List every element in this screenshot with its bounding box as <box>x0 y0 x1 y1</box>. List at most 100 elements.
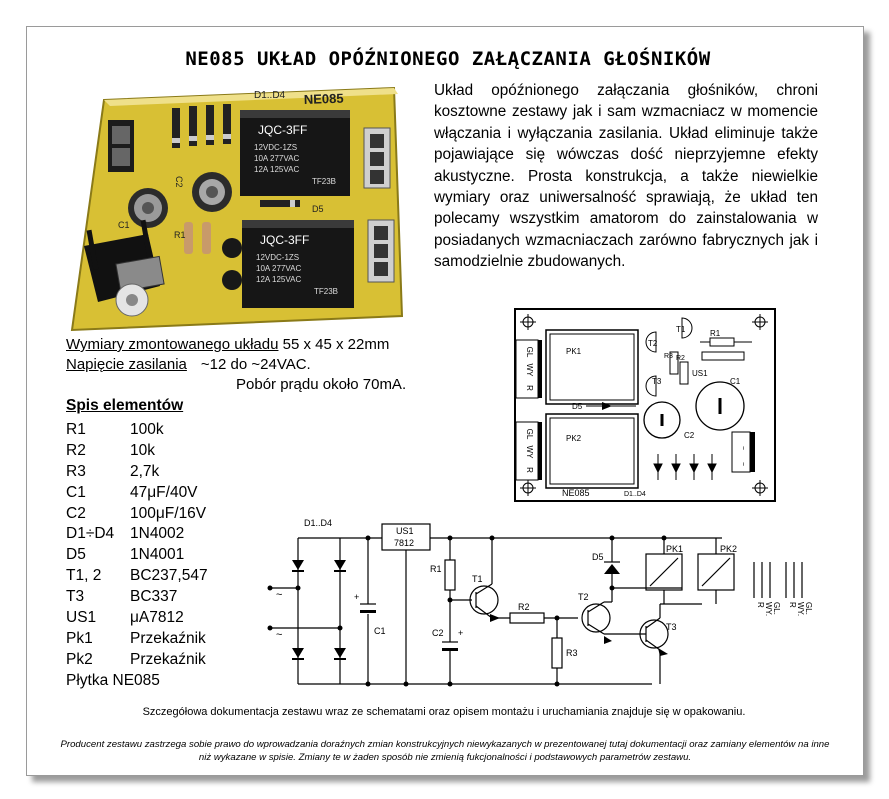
circuit-schematic: D1..D4 US1 7812 C1 + R1 T1 C2 + R2 R3 T2… <box>267 518 813 687</box>
schem-us1: US1 <box>396 526 414 536</box>
layout-d5: D5 <box>572 402 583 411</box>
documentation-note: Szczegółowa dokumentacja zestawu wraz ze… <box>142 706 746 718</box>
schem-tilde-1: ~ <box>276 589 282 601</box>
part-row: D1÷D4 1N4002 <box>66 524 208 545</box>
layout-t3: T3 <box>652 377 662 386</box>
part-value: 100μF/16V <box>130 504 207 522</box>
part-row: Pk1 Przekaźnik <box>66 629 208 650</box>
photo-label-d5: D5 <box>312 204 324 214</box>
part-value: 2,7k <box>130 462 160 480</box>
layout-gl-1: GL <box>525 347 534 358</box>
relay-1: JQC-3FF 12VDC-1ZS 10A 277VAC 12A 125VAC … <box>240 110 350 196</box>
schem-r1: R1 <box>430 564 442 574</box>
part-ref: D5 <box>66 546 86 564</box>
part-row: C2 100μF/16V <box>66 504 208 525</box>
layout-t2: T2 <box>648 339 658 348</box>
dims-value: 55 x 45 x 22mm <box>282 336 390 353</box>
part-value: Przekaźnik <box>130 629 206 647</box>
layout-c2: C2 <box>684 431 695 440</box>
part-ref: R2 <box>66 441 86 459</box>
parts-heading: Spis elementów <box>66 397 184 414</box>
diodes-top <box>172 104 231 148</box>
schem-pk1: PK1 <box>666 544 683 554</box>
relay-2-line-2: 10A 277VAC <box>256 264 301 273</box>
part-ref: Pk1 <box>66 629 93 647</box>
schem-plus-c2: + <box>458 628 463 638</box>
layout-r3: R3 <box>664 353 673 360</box>
part-ref: C2 <box>66 504 86 522</box>
layout-board-label: NE085 <box>562 488 590 498</box>
schem-out-wy-2: WY. <box>796 602 805 616</box>
relay-2-line-1: 12VDC-1ZS <box>256 253 299 262</box>
layout-c1: C1 <box>730 377 741 386</box>
photo-board-label: NE085 <box>304 91 344 107</box>
disclaimer-note: Producent zestawu zastrzega sobie prawo … <box>60 739 830 763</box>
part-value: 1N4002 <box>130 525 185 543</box>
schem-diodes: D1..D4 <box>304 518 332 528</box>
layout-tilde-2: ~ <box>739 462 746 466</box>
relay-1-line-3: 12A 125VAC <box>254 165 299 174</box>
layout-diodes-label: D1..D4 <box>624 491 646 498</box>
part-value: μA7812 <box>130 609 184 627</box>
part-value: Przekaźnik <box>130 650 206 668</box>
schem-out-wy-1: WY. <box>764 602 773 616</box>
layout-us1: US1 <box>692 369 708 378</box>
schem-t3: T3 <box>666 622 677 632</box>
schem-out-r-1: R <box>756 602 765 608</box>
layout-wy-2: WY <box>525 446 534 460</box>
schem-t2: T2 <box>578 592 589 602</box>
schem-t1: T1 <box>472 574 483 584</box>
supply-value: ~12 do ~24VAC. <box>200 356 311 373</box>
relay-2-line-3: 12A 125VAC <box>256 275 301 284</box>
part-row: Pk2 Przekaźnik <box>66 650 208 671</box>
part-ref: Pk2 <box>66 650 93 668</box>
part-row: T1, 2 BC237,547 <box>66 566 208 587</box>
part-ref: US1 <box>66 609 97 627</box>
part-ref: D1÷D4 <box>66 525 115 543</box>
part-value: BC237,547 <box>130 567 208 585</box>
relay-2-brand: JQC-3FF <box>260 233 309 247</box>
schem-c2: C2 <box>432 628 444 638</box>
photo-label-r1: R1 <box>174 230 186 240</box>
schem-plus-c1: + <box>354 592 359 602</box>
layout-pk2: PK2 <box>566 434 582 443</box>
dims-label: Wymiary zmontowanego układu <box>66 336 279 353</box>
photo-label-c1: C1 <box>118 220 130 230</box>
supply-label: Napięcie zasilania <box>66 356 187 373</box>
specs-block: Wymiary zmontowanego układu 55 x 45 x 22… <box>66 335 406 395</box>
schem-out-r-2: R <box>788 602 797 608</box>
schem-reg: 7812 <box>394 538 414 548</box>
part-value: 47μF/40V <box>130 483 198 501</box>
schem-d5: D5 <box>592 552 604 562</box>
layout-tilde-1: ~ <box>739 446 746 450</box>
layout-wy-1: WY <box>525 364 534 378</box>
part-ref: R3 <box>66 462 86 480</box>
layout-gl-2: GL <box>525 429 534 440</box>
relay-1-code: TF23B <box>312 177 336 186</box>
layout-r2: R2 <box>676 355 685 362</box>
photo-diodes-label: D1..D4 <box>254 90 286 101</box>
part-row: US1 μA7812 <box>66 608 208 629</box>
component-layout: GL WY R GL WY R PK1 PK2 T1 T2 T3 R1 R3 R… <box>514 308 776 502</box>
schem-out-gl-2: GL. <box>804 602 813 615</box>
relay-1-line-2: 10A 277VAC <box>254 154 299 163</box>
part-value: BC337 <box>130 588 178 606</box>
schem-c1: C1 <box>374 626 386 636</box>
part-ref: T1, 2 <box>66 567 102 585</box>
part-row: R3 2,7k <box>66 462 208 483</box>
part-ref: T3 <box>66 588 85 606</box>
schem-pk2: PK2 <box>720 544 737 554</box>
part-ref: R1 <box>66 421 86 438</box>
schem-out-gl-1: GL. <box>772 602 781 615</box>
relay-1-line-1: 12VDC-1ZS <box>254 143 297 152</box>
schem-r2: R2 <box>518 602 530 612</box>
layout-r-2: R <box>525 467 534 473</box>
relay-1-brand: JQC-3FF <box>258 123 307 137</box>
schem-r3: R3 <box>566 648 578 658</box>
relay-2-code: TF23B <box>314 287 338 296</box>
